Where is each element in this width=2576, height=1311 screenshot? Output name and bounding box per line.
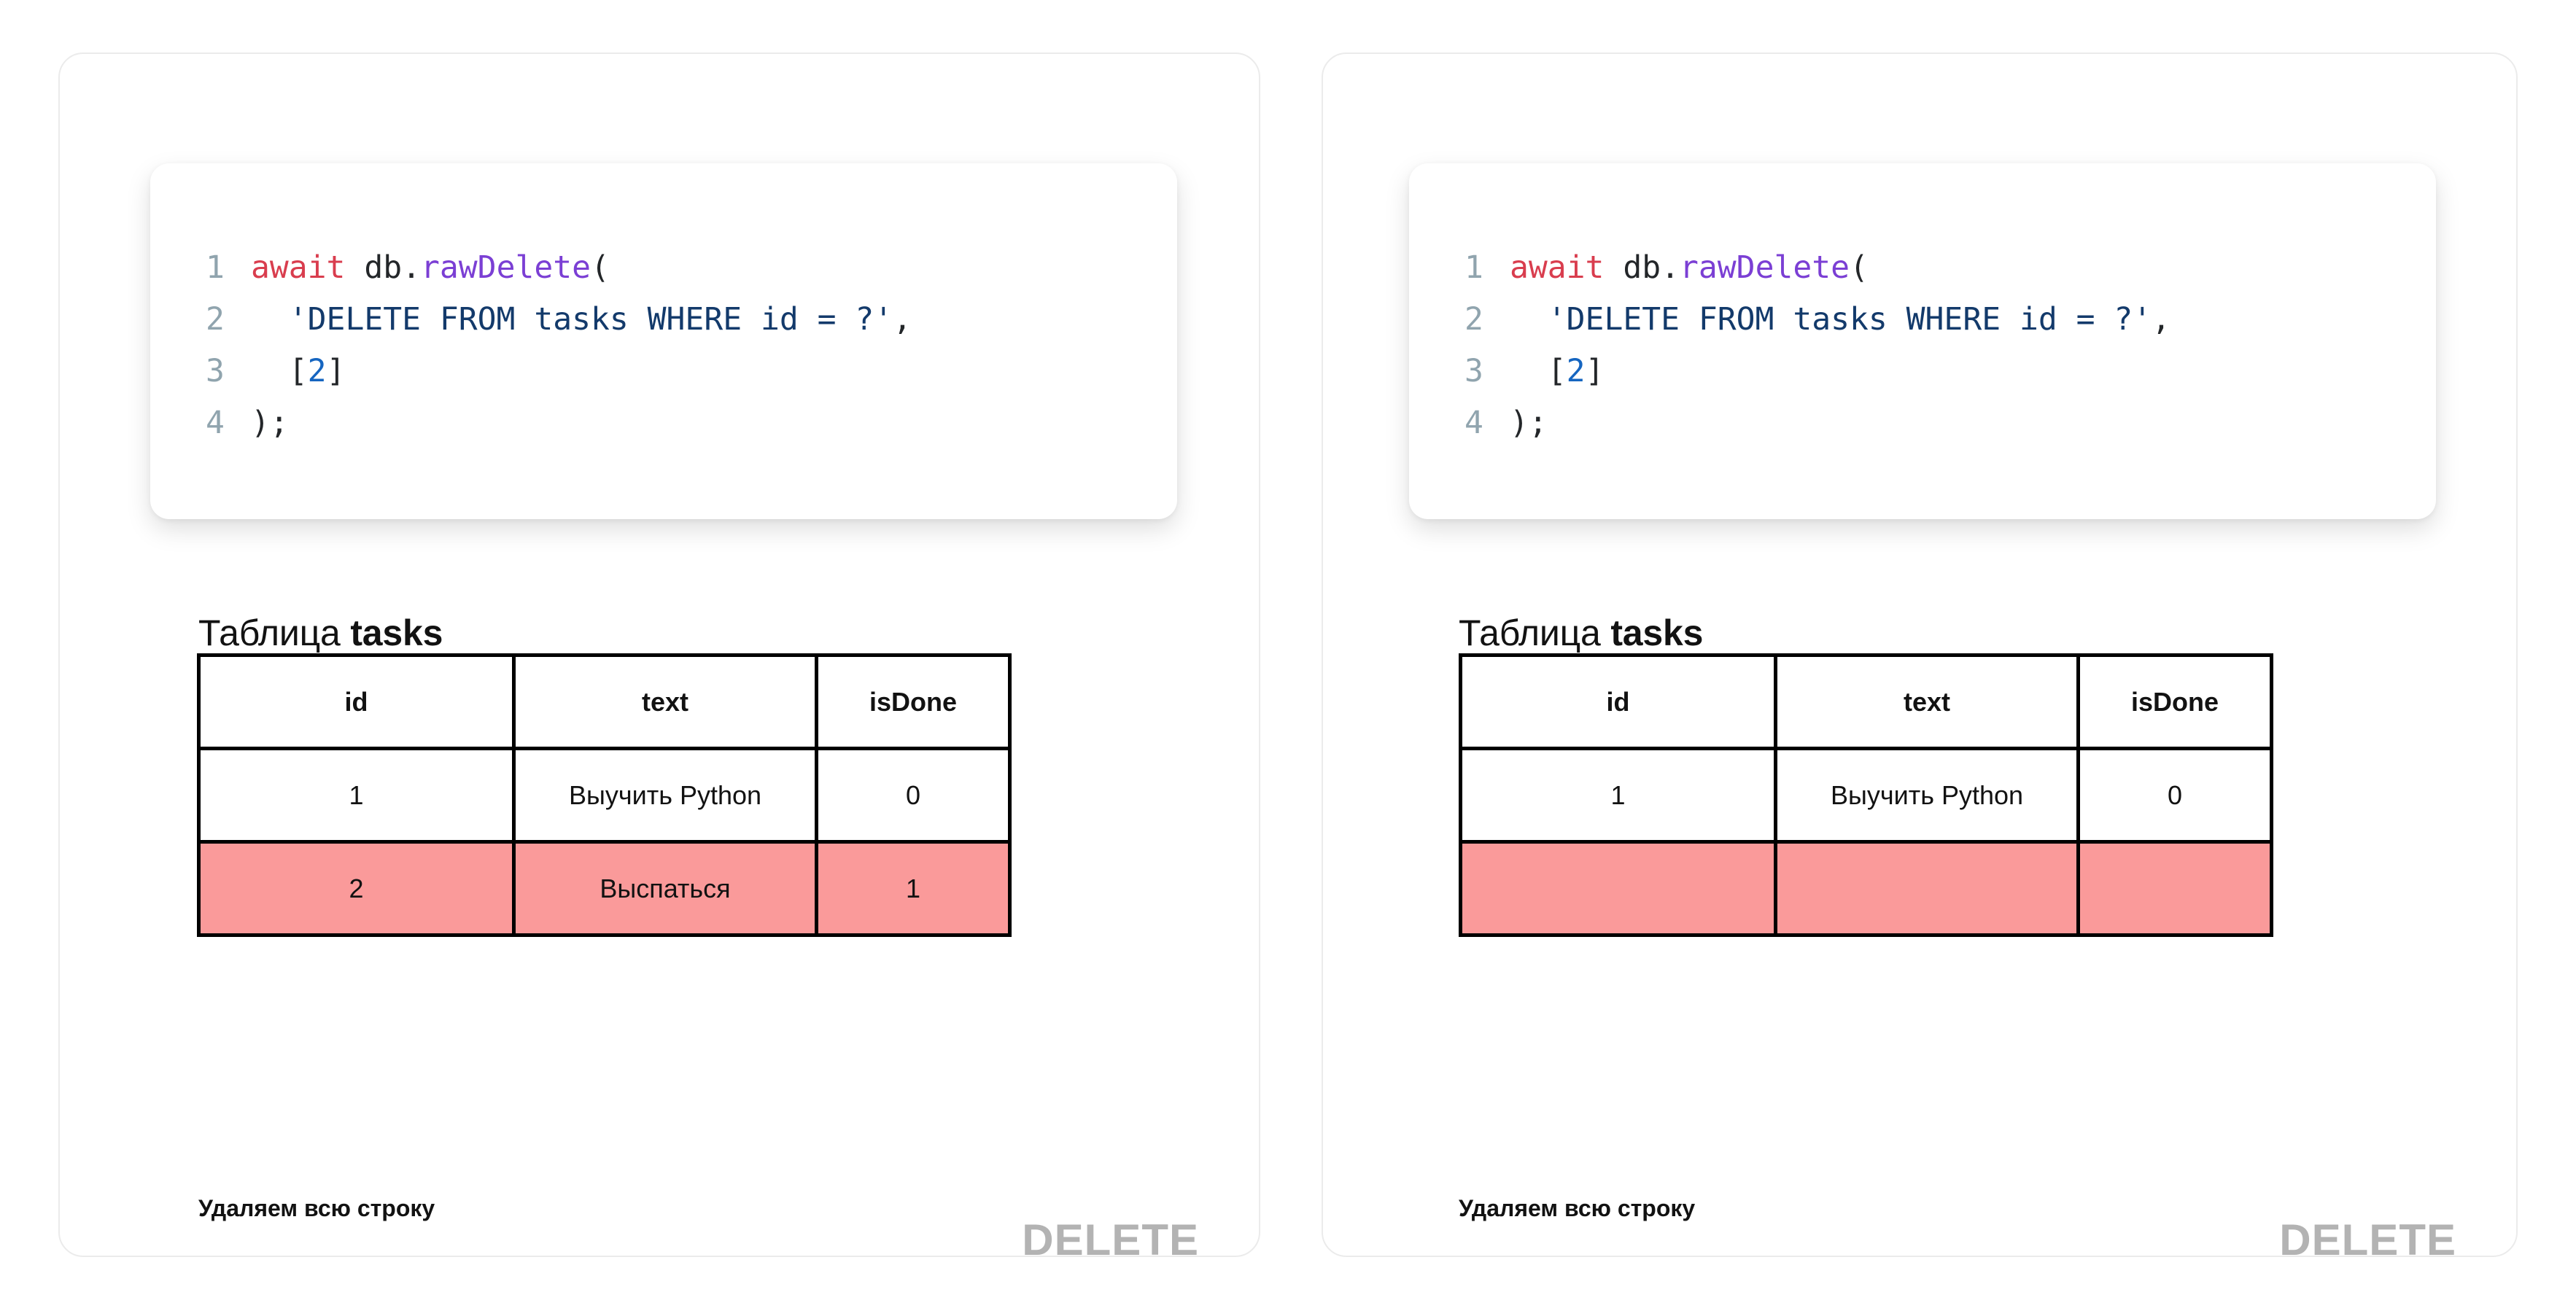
code-line-number: 3 [206,353,225,389]
code-token-fn: rawDelete [421,249,591,286]
table-cell-isdone: 0 [2076,747,2273,844]
table-heading-prefix: Таблица [198,612,351,653]
code-token-pun: , [893,301,912,338]
code-token-pun: [ [1547,353,1567,389]
code-token-pun: ] [1585,353,1605,389]
code-token-plain [251,301,289,338]
code-line-number: 4 [1464,405,1483,441]
table-heading: Таблица tasks [198,612,443,654]
code-token-plain: db. [345,249,422,286]
table-heading-prefix: Таблица [1459,612,1611,653]
code-token-pun: [ [288,353,308,389]
code-token-pun: , [2152,301,2171,338]
code-block: 1 await db.rawDelete( 2 'DELETE FROM task… [1464,242,2170,449]
code-token-str: 'DELETE FROM tasks WHERE id = ?' [288,301,893,338]
code-block: 1 await db.rawDelete( 2 'DELETE FROM task… [206,242,912,449]
operation-watermark: DELETE [1022,1215,1199,1264]
code-token-kw: await [1510,249,1605,286]
table-cell-text: Выучить Python [512,747,818,844]
code-token-pun: ); [251,405,289,441]
table-cell-text [1774,840,2080,937]
code-token-num: 2 [307,353,327,389]
code-line-number: 4 [206,405,225,441]
code-token-plain [1510,353,1548,389]
code-card: 1 await db.rawDelete( 2 'DELETE FROM task… [1409,163,2436,519]
panel-caption: Удаляем всю строку [198,1195,435,1221]
code-token-kw: await [251,249,346,286]
column-header-text: text [1774,653,2080,750]
code-token-num: 2 [1566,353,1586,389]
table-cell-id [1459,840,1777,937]
code-token-pun: ); [1510,405,1548,441]
operation-watermark: DELETE [2279,1215,2456,1264]
table-heading: Таблица tasks [1459,612,1703,654]
table-row-deleted [1459,840,2273,937]
table-cell-id: 1 [1459,747,1777,844]
table-heading-name: tasks [1610,612,1704,653]
column-header-text: text [512,653,818,750]
column-header-isdone: isDone [815,653,1012,750]
table-cell-isdone [2076,840,2273,937]
column-header-id: id [197,653,516,750]
code-token-pun: ( [591,249,610,286]
panel-caption: Удаляем всю строку [1459,1195,1696,1221]
table-cell-id: 2 [197,840,516,937]
panel-before: 1 await db.rawDelete( 2 'DELETE FROM task… [58,52,1260,1264]
column-header-isdone: isDone [2076,653,2273,750]
code-token-plain: db. [1604,249,1680,286]
table-cell-id: 1 [197,747,516,844]
code-line-number: 1 [206,249,225,286]
panel-after: 1 await db.rawDelete( 2 'DELETE FROM task… [1322,52,2518,1264]
code-token-str: 'DELETE FROM tasks WHERE id = ?' [1547,301,2152,338]
code-line-number: 2 [1464,301,1483,338]
table-cell-text: Выспаться [512,840,818,937]
code-token-plain [251,353,289,389]
code-line-number: 1 [1464,249,1483,286]
column-header-id: id [1459,653,1777,750]
code-token-pun: ( [1850,249,1869,286]
code-token-fn: rawDelete [1680,249,1850,286]
table-cell-text: Выучить Python [1774,747,2080,844]
code-line-number: 2 [206,301,225,338]
code-card: 1 await db.rawDelete( 2 'DELETE FROM task… [150,163,1177,519]
code-line-number: 3 [1464,353,1483,389]
table-heading-name: tasks [350,612,443,653]
code-token-plain [1510,301,1548,338]
table-cell-isdone: 1 [815,840,1012,937]
code-token-pun: ] [326,353,346,389]
table-cell-isdone: 0 [815,747,1012,844]
